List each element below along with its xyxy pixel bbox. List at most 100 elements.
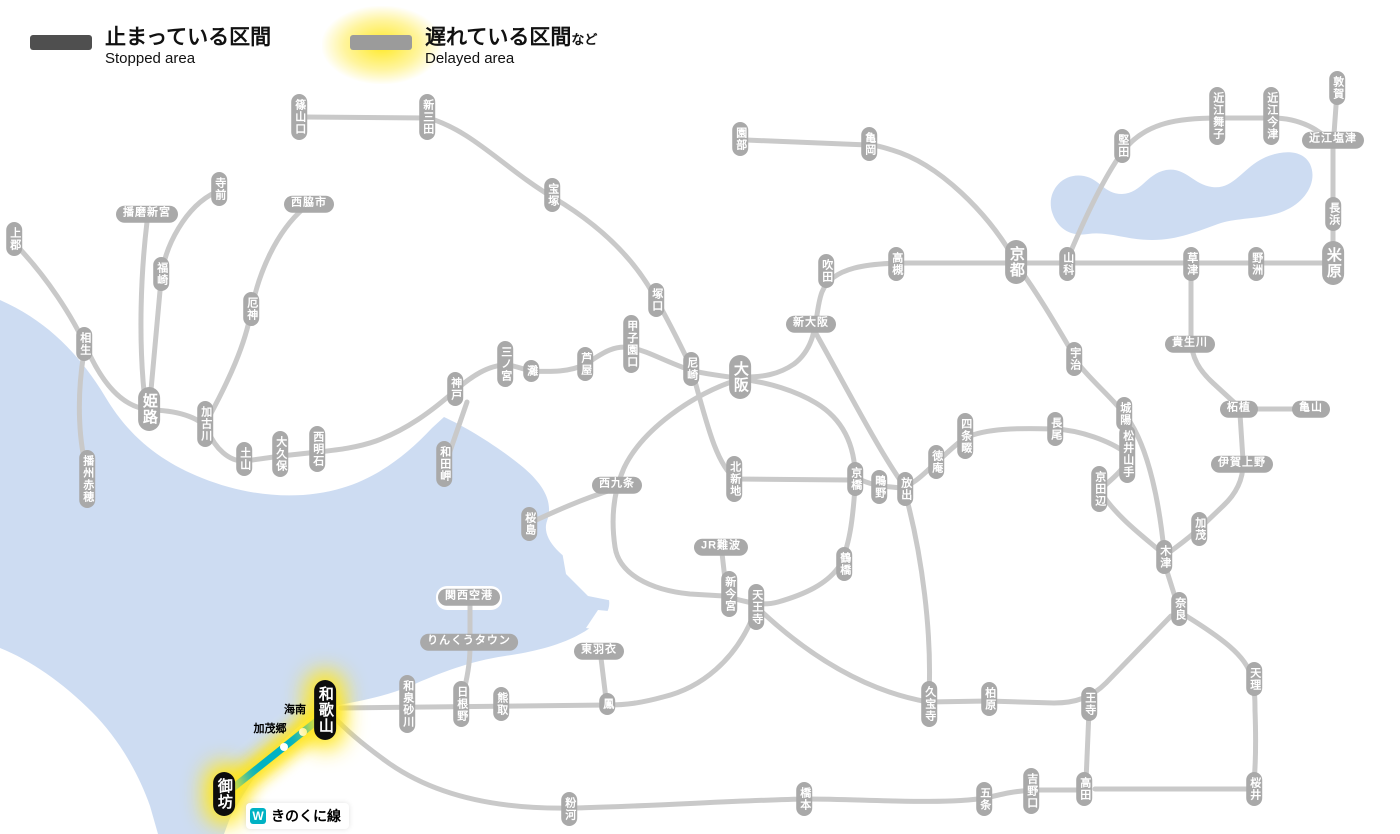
station-加古川: 加古川 — [197, 401, 213, 447]
legend-delayed: 遅れている区間など Delayed area — [350, 26, 597, 68]
station-神戸: 神戸 — [447, 372, 463, 406]
station-園部: 園部 — [732, 122, 748, 156]
station-木津: 木津 — [1156, 540, 1172, 574]
legend-stopped-title: 止まっている区間 — [105, 26, 272, 49]
station-天王寺: 天王寺 — [748, 584, 764, 630]
station-宝塚: 宝塚 — [544, 178, 560, 212]
rail-osakahigashi-south — [903, 493, 933, 699]
station-草津: 草津 — [1183, 247, 1199, 281]
rail-biwako-kyoto — [741, 260, 1336, 380]
station-長尾: 長尾 — [1047, 412, 1063, 446]
station-橋本: 橋本 — [796, 782, 812, 816]
station-和泉砂川: 和泉砂川 — [399, 675, 415, 733]
station-三ノ宮: 三ノ宮 — [497, 341, 513, 387]
station-塚口: 塚口 — [648, 283, 664, 317]
station-鳳: 鳳 — [599, 693, 615, 715]
station-貴生川: 貴生川 — [1165, 335, 1215, 353]
station-鴫野: 鴫野 — [871, 470, 887, 504]
station-城陽: 城陽 — [1116, 397, 1132, 431]
station-東羽衣: 東羽衣 — [574, 642, 624, 660]
legend-delayed-subtitle: Delayed area — [425, 50, 515, 68]
station-新今宮: 新今宮 — [721, 571, 737, 617]
station-四条畷: 四条畷 — [957, 413, 973, 459]
station-伊賀上野: 伊賀上野 — [1211, 455, 1273, 473]
station-加茂: 加茂 — [1191, 512, 1207, 546]
port-landmass-2 — [586, 610, 640, 634]
legend-stopped-subtitle: Stopped area — [105, 50, 196, 68]
station-熊取: 熊取 — [493, 687, 509, 721]
station-天理: 天理 — [1246, 662, 1262, 696]
station-西明石: 西明石 — [309, 426, 325, 472]
station-野洲: 野洲 — [1248, 247, 1264, 281]
rail-hagoromo — [598, 655, 609, 702]
minor-station-加茂郷: 加茂郷 — [253, 723, 287, 735]
kinokuni-line-badge: W きのくに線 — [246, 803, 349, 829]
legend-stopped: 止まっている区間 Stopped area — [30, 26, 271, 68]
station-御坊: 御坊 — [213, 772, 235, 816]
station-芦屋: 芦屋 — [577, 347, 593, 381]
kinokuni-line-label: きのくに線 — [271, 808, 341, 824]
station-近江塩津: 近江塩津 — [1302, 131, 1364, 149]
station-近江舞子: 近江舞子 — [1209, 87, 1225, 145]
lake-biwa — [1050, 152, 1313, 240]
rail-tanabe-kizu — [1099, 491, 1163, 554]
station-西脇市: 西脇市 — [284, 195, 334, 213]
island-awaji — [0, 648, 158, 834]
station-大久保: 大久保 — [272, 431, 288, 477]
station-長浜: 長浜 — [1325, 197, 1341, 231]
port-landmass-1 — [560, 540, 636, 602]
delayed-swatch — [350, 35, 412, 50]
station-新大阪: 新大阪 — [786, 315, 836, 333]
rail-oji-takada — [1083, 708, 1092, 784]
station-西九条: 西九条 — [592, 476, 642, 494]
station-関西空港: 関西空港 — [438, 588, 500, 606]
station-近江今津: 近江今津 — [1263, 87, 1279, 145]
station-敦賀: 敦賀 — [1329, 71, 1345, 105]
station-桜島: 桜島 — [521, 507, 537, 541]
station-柏原: 柏原 — [981, 682, 997, 716]
station-久宝寺: 久宝寺 — [921, 681, 937, 727]
station-姫路: 姫路 — [138, 387, 160, 431]
station-亀岡: 亀岡 — [861, 127, 877, 161]
station-柘植: 柘植 — [1220, 400, 1258, 418]
station-五条: 五条 — [976, 782, 992, 816]
rail-hanwa — [338, 611, 757, 711]
rail-nara-line — [1016, 265, 1167, 554]
station-厄神: 厄神 — [243, 292, 259, 326]
rail-osakahigashi-north — [811, 327, 903, 483]
station-亀山: 亀山 — [1292, 400, 1330, 418]
station-徳庵: 徳庵 — [928, 445, 944, 479]
station-尼崎: 尼崎 — [683, 352, 699, 386]
station-京都: 京都 — [1005, 240, 1027, 284]
station-奈良: 奈良 — [1171, 592, 1187, 626]
station-宇治: 宇治 — [1066, 342, 1082, 376]
station-高田: 高田 — [1076, 772, 1092, 806]
rail-kosei — [1065, 115, 1336, 261]
rail-kishin — [138, 219, 150, 404]
station-米原: 米原 — [1322, 241, 1344, 285]
station-りんくうタウン: りんくうタウン — [420, 633, 518, 651]
station-篠山口: 篠山口 — [291, 94, 307, 140]
station-播州赤穂: 播州赤穂 — [79, 450, 95, 508]
rail-osaka-loop — [610, 376, 858, 607]
station-和田岬: 和田岬 — [436, 441, 452, 487]
rail-fukuchiyama — [301, 114, 693, 368]
station-吉野口: 吉野口 — [1023, 768, 1039, 814]
station-山科: 山科 — [1059, 247, 1075, 281]
station-甲子園口: 甲子園口 — [623, 315, 639, 373]
legend-delayed-title: 遅れている区間など — [425, 26, 598, 49]
station-粉河: 粉河 — [561, 792, 577, 826]
station-上郡: 上郡 — [6, 222, 22, 256]
station-大阪: 大阪 — [729, 355, 751, 399]
stopped-swatch — [30, 35, 92, 50]
station-王寺: 王寺 — [1081, 687, 1097, 721]
station-堅田: 堅田 — [1114, 129, 1130, 163]
station-相生: 相生 — [76, 327, 92, 361]
station-日根野: 日根野 — [453, 681, 469, 727]
station-京田辺: 京田辺 — [1091, 466, 1107, 512]
station-京橋: 京橋 — [847, 462, 863, 496]
station-和歌山: 和歌山 — [314, 680, 336, 740]
station-吹田: 吹田 — [818, 254, 834, 288]
